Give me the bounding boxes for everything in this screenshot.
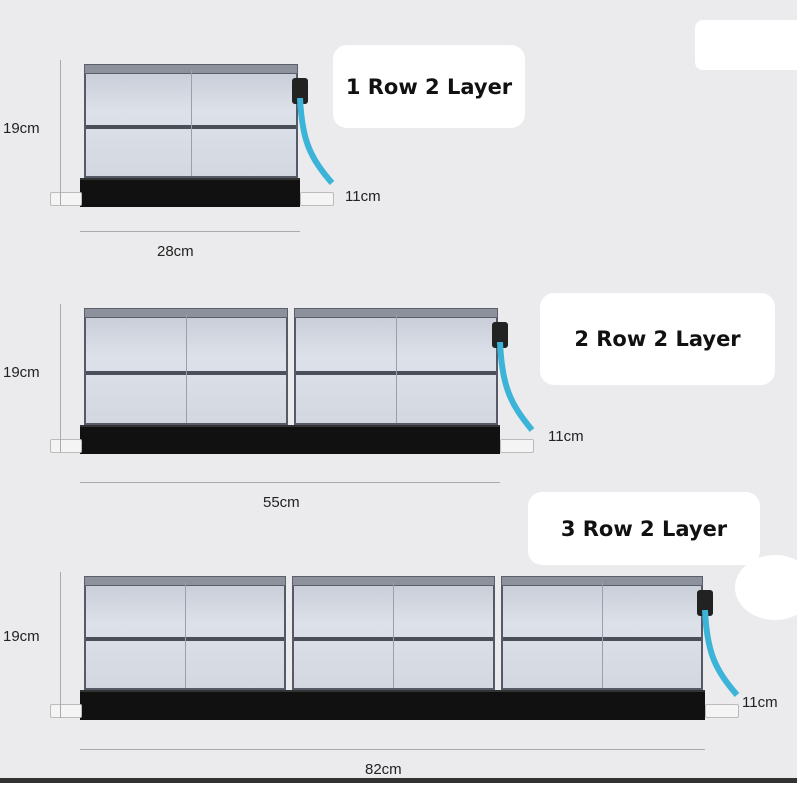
- depth-label: 11cm: [548, 428, 584, 445]
- pump-elbow: [697, 590, 713, 616]
- pump-elbow: [492, 322, 508, 348]
- foot-left: [50, 704, 82, 718]
- product-label: 2 Row 2 Layer: [540, 293, 775, 385]
- height-dimension-line: [60, 60, 61, 205]
- tank-module: [500, 576, 703, 690]
- tank-divider: [191, 70, 192, 176]
- foot-right: [705, 704, 739, 718]
- hose-icon: [702, 610, 740, 697]
- width-label: 55cm: [263, 494, 300, 511]
- tank-module: [84, 64, 298, 178]
- foot-left: [50, 192, 82, 206]
- height-dimension-line: [60, 304, 61, 452]
- height-dimension-line: [60, 572, 61, 718]
- foot-right: [500, 439, 534, 453]
- tank-module: [294, 308, 498, 425]
- width-dimension-line: [80, 231, 300, 232]
- hose-icon: [297, 98, 335, 185]
- width-dimension-line: [80, 482, 500, 483]
- foot-left: [50, 439, 82, 453]
- tank-base: [80, 690, 705, 720]
- depth-label: 11cm: [345, 188, 381, 205]
- tank-divider: [393, 582, 395, 688]
- white-patch: [735, 555, 797, 620]
- bottom-bar: [0, 778, 797, 783]
- tank-module: [84, 576, 287, 690]
- tank-divider: [185, 582, 187, 688]
- tank-module: [84, 308, 288, 425]
- product-label: 1 Row 2 Layer: [333, 45, 525, 128]
- tank-divider: [601, 582, 603, 688]
- height-label: 19cm: [3, 364, 40, 381]
- pump-elbow: [292, 78, 308, 104]
- hose-icon: [497, 342, 535, 432]
- foot-right: [300, 192, 334, 206]
- height-label: 19cm: [3, 120, 40, 137]
- tank-module: [292, 576, 495, 690]
- width-dimension-line: [80, 749, 705, 750]
- tank-divider: [396, 314, 397, 423]
- product-label: 3 Row 2 Layer: [528, 492, 760, 565]
- width-label: 28cm: [157, 243, 194, 260]
- tank-divider: [186, 314, 187, 423]
- depth-label: 11cm: [742, 694, 778, 711]
- tank-base: [80, 178, 300, 207]
- bottom-strip: [0, 783, 797, 797]
- tank-base: [80, 425, 500, 454]
- white-patch: [695, 20, 797, 70]
- width-label: 82cm: [365, 761, 402, 778]
- height-label: 19cm: [3, 628, 40, 645]
